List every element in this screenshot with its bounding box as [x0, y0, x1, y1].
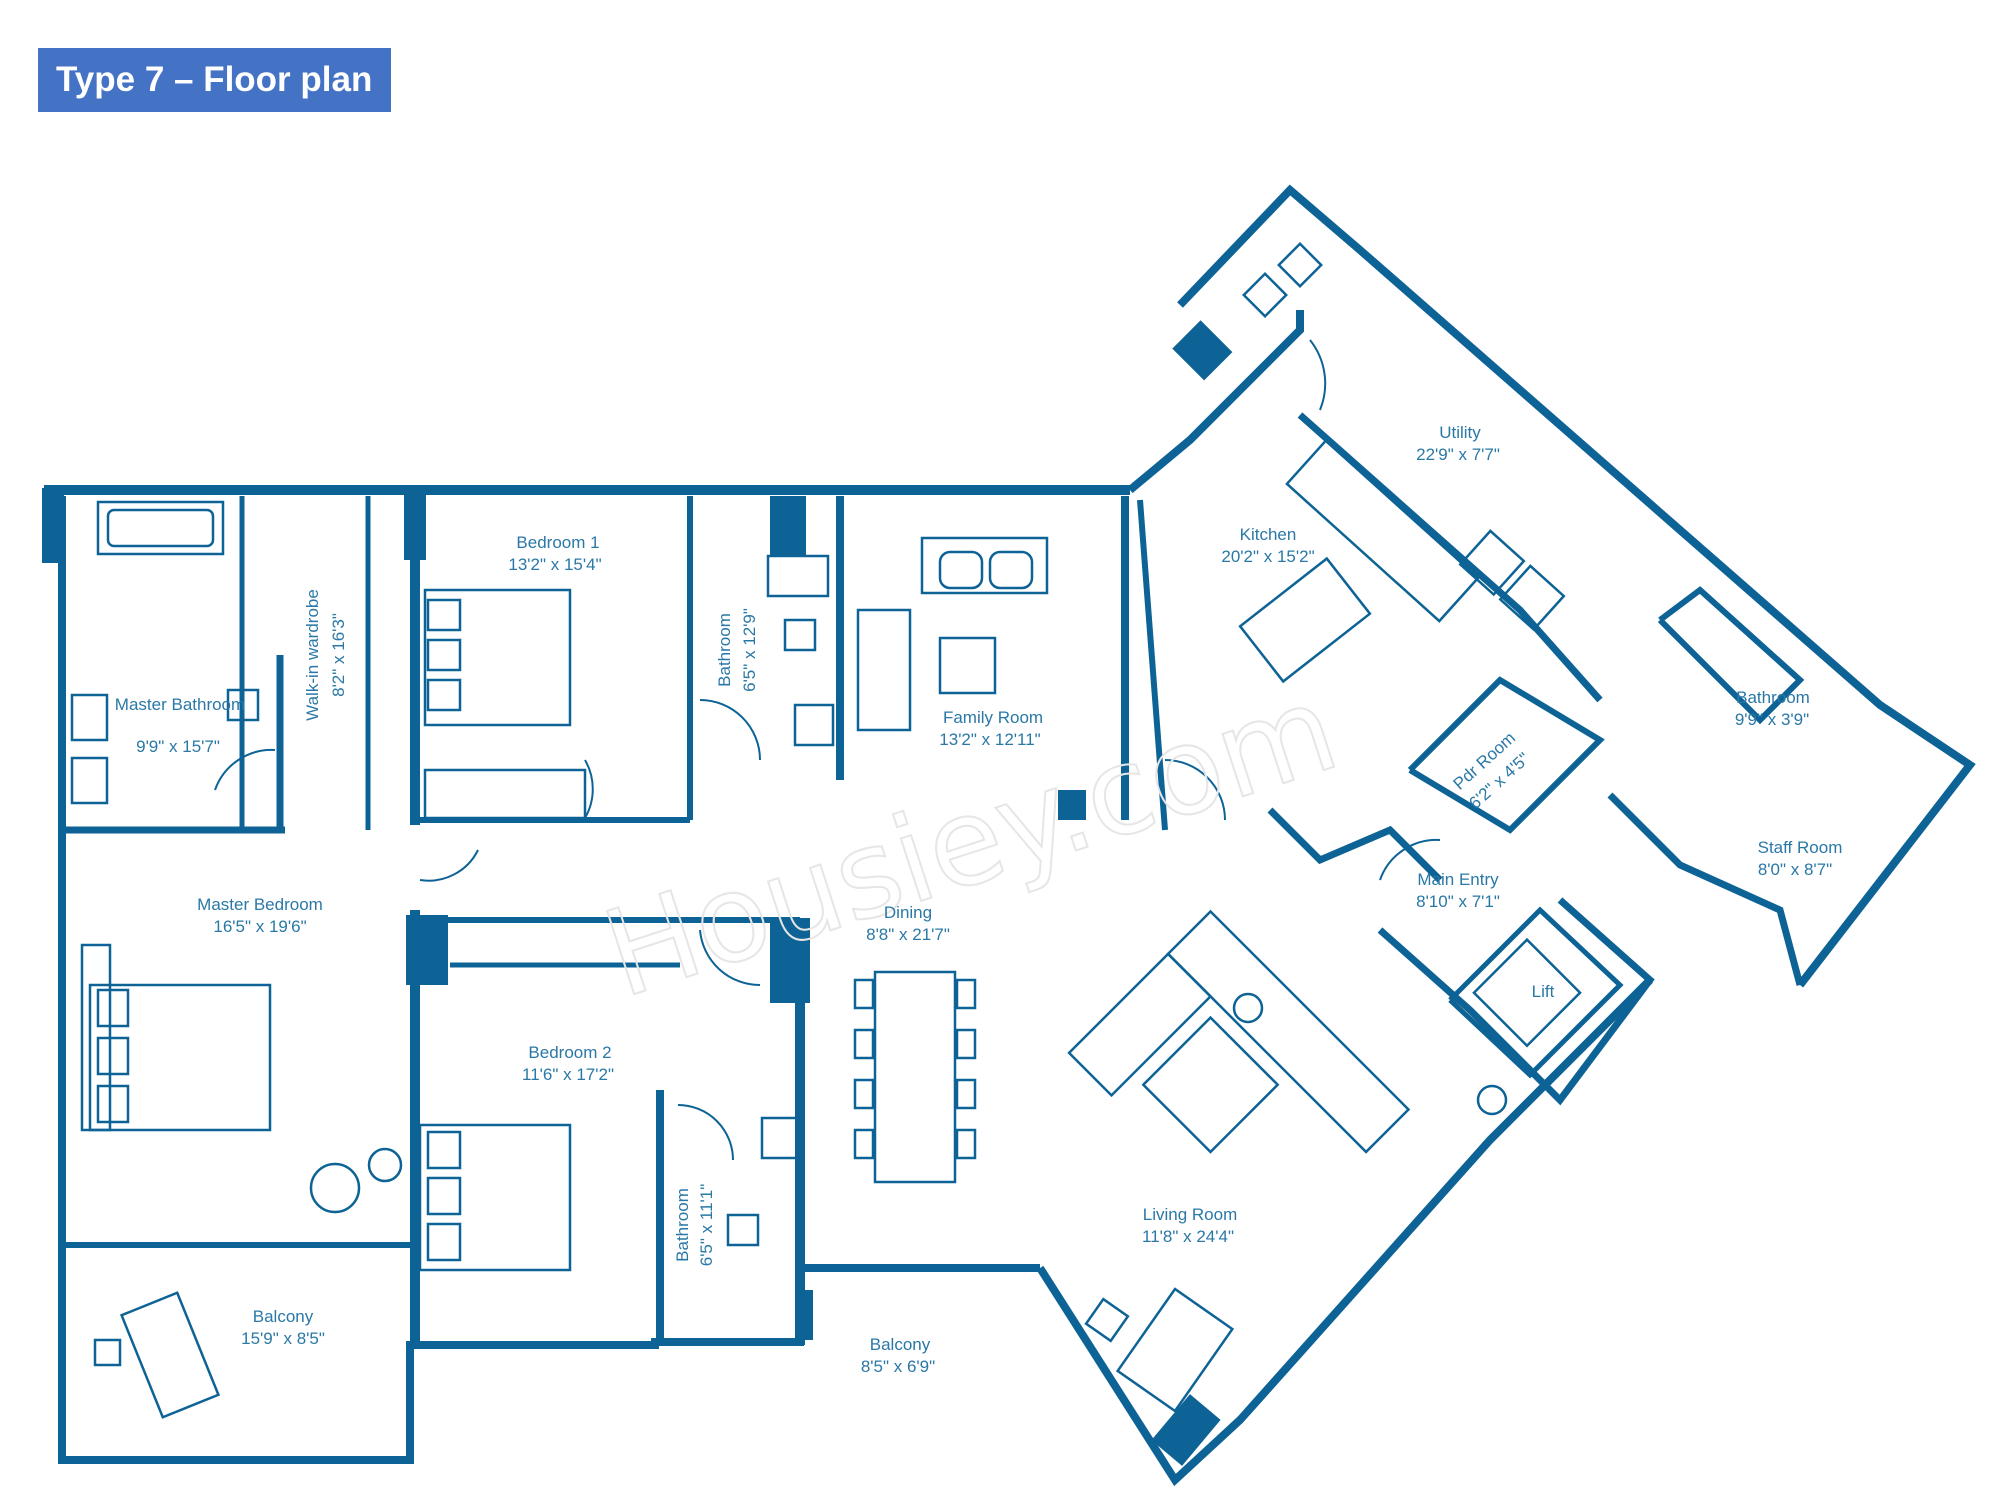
kitchen-south-wall: [1267, 807, 1443, 883]
dim-master-bedroom: 16'5" x 19'6": [213, 917, 306, 936]
dim-living-room: 11'8" x 24'4": [1142, 1227, 1234, 1246]
lift-car: [1472, 937, 1582, 1048]
label-master-bedroom: Master Bedroom: [197, 895, 323, 914]
dim-kitchen: 20'2" x 15'2": [1221, 547, 1314, 566]
vanity: [70, 756, 109, 805]
column: [805, 1290, 813, 1340]
label-bathroom-b1: Bathroom: [715, 613, 734, 687]
label-dining: Dining: [884, 903, 932, 922]
label-balcony-master: Balcony: [253, 1307, 314, 1326]
sectional-sofa: [1067, 909, 1411, 1154]
wardrobe-bedroom1: [423, 768, 587, 820]
label-balcony-dining: Balcony: [870, 1335, 931, 1354]
bed-master: [88, 983, 272, 1132]
walls: [44, 184, 1976, 1487]
bed-bedroom1: [423, 588, 572, 727]
toilet: [226, 688, 260, 722]
column: [770, 496, 806, 556]
staff-wall: [1607, 792, 1804, 986]
sofa: [856, 608, 912, 732]
label-living-room: Living Room: [1143, 1205, 1238, 1224]
living-east-wall: [1036, 977, 1653, 1487]
ac-unit: [1277, 242, 1323, 288]
chair: [309, 1162, 361, 1214]
lounger: [119, 1291, 221, 1419]
outer-wall-left: [58, 496, 1040, 1464]
dim-staff-room: 8'0" x 8'7": [1758, 860, 1832, 879]
wall-columns: [42, 320, 1233, 1466]
toilet: [783, 618, 817, 652]
vanity: [70, 693, 109, 742]
coffee-table: [938, 636, 997, 695]
dim-bathroom-b1: 6'5" x 12'9": [740, 608, 759, 692]
label-staff-room: Staff Room: [1758, 838, 1843, 857]
ac-unit: [1242, 272, 1288, 318]
side-table: [93, 1338, 122, 1367]
column: [1151, 1394, 1221, 1466]
wing-mid-wall: [1297, 412, 1603, 703]
dim-family-room: 13'2" x 12'11": [939, 730, 1040, 749]
label-bedroom1: Bedroom 1: [516, 533, 599, 552]
side-table: [1232, 992, 1264, 1024]
vanity: [760, 1116, 799, 1160]
door-swings: [214, 339, 1441, 1161]
lounger: [1115, 1287, 1235, 1413]
dim-bedroom1: 13'2" x 15'4": [508, 555, 601, 574]
dim-master-bathroom: 9'9" x 15'7": [136, 737, 220, 756]
dim-bedroom2: 11'6" x 17'2": [522, 1065, 614, 1084]
sofa: [920, 536, 1049, 595]
label-master-bathroom: Master Bathroom: [115, 695, 245, 714]
staff-bath-walls: [1657, 586, 1805, 725]
dryer: [1498, 564, 1566, 632]
label-bathroom-staff: Bathroom: [1736, 688, 1810, 707]
label-bedroom2: Bedroom 2: [528, 1043, 611, 1062]
label-family-room: Family Room: [943, 708, 1043, 727]
side-table: [1084, 1297, 1130, 1343]
bed-bedroom2: [418, 1123, 572, 1272]
column: [770, 918, 810, 1003]
lift-shaft: [1448, 906, 1624, 1079]
page-title: Type 7 – Floor plan: [38, 48, 391, 112]
label-walk-in-wardrobe: Walk-in wardrobe: [303, 589, 322, 721]
shower: [766, 554, 830, 598]
dim-balcony-dining: 8'5" x 6'9": [861, 1357, 935, 1376]
column: [406, 915, 448, 985]
dim-walk-in-wardrobe: 8'2" x 16'3": [329, 613, 348, 697]
bench: [80, 943, 112, 1132]
dim-bathroom-b2: 6'5" x 11'1": [697, 1184, 716, 1267]
pdr-walls: [1407, 676, 1605, 834]
label-bathroom-b2: Bathroom: [673, 1188, 692, 1262]
dim-balcony-master: 15'9" x 8'5": [241, 1329, 325, 1348]
kitchen-island: [1238, 556, 1372, 684]
dim-dining: 8'8" x 21'7": [866, 925, 950, 944]
column: [404, 490, 426, 560]
label-kitchen: Kitchen: [1240, 525, 1297, 544]
furniture: [70, 242, 1582, 1419]
column: [42, 488, 64, 563]
wing-upper-wall: [1177, 184, 1976, 988]
dim-bathroom-staff: 9'9" x 3'9": [1735, 710, 1809, 729]
label-utility: Utility: [1439, 423, 1481, 442]
dining-table: [873, 970, 957, 1184]
dim-main-entry: 8'10" x 7'1": [1416, 892, 1500, 911]
column: [1172, 320, 1233, 381]
outer-wall-top-wing: [1127, 310, 1304, 494]
toilet: [726, 1213, 760, 1247]
side-table: [1476, 1084, 1508, 1116]
vanity: [793, 703, 835, 747]
entry-wall: [1377, 897, 1655, 1106]
bathtub: [96, 500, 225, 556]
label-lift: Lift: [1532, 982, 1555, 1001]
washer: [1458, 529, 1526, 597]
wall-family-left: [1137, 499, 1168, 831]
dim-utility: 22'9" x 7'7": [1416, 445, 1500, 464]
kitchen-counter: [1285, 439, 1480, 623]
column: [1058, 790, 1086, 820]
label-main-entry: Main Entry: [1417, 870, 1499, 889]
